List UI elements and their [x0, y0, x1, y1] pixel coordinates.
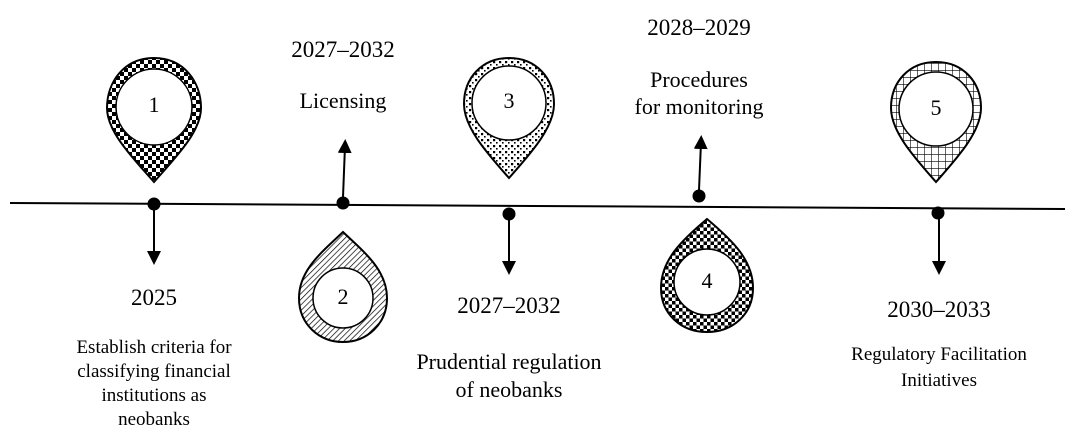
milestone-4-line-2: for monitoring: [634, 94, 764, 119]
milestone-1-line-3: institutions as: [101, 385, 207, 406]
milestone-4-description: Procedures for monitoring: [604, 66, 794, 120]
milestone-3-line-1: Prudential regulation: [416, 349, 602, 374]
milestone-3-line-2: of neobanks: [455, 377, 563, 402]
milestone-3-dot: [502, 207, 516, 221]
milestone-5-description: Regulatory Facilitation Initiatives: [829, 342, 1049, 394]
milestone-1-line-4: neobanks: [118, 409, 190, 430]
milestone-4-line-1: Procedures: [650, 67, 748, 92]
milestone-4-number: 4: [701, 268, 713, 293]
milestone-5-dot: [931, 206, 945, 220]
milestone-1-number: 1: [148, 92, 160, 117]
milestone-2-arrow: [337, 139, 352, 198]
milestone-3-number: 3: [503, 88, 515, 113]
milestone-4-dot: [692, 189, 706, 203]
timeline-axis: [9, 202, 1066, 210]
milestone-5-line-2: Initiatives: [901, 370, 977, 391]
milestone-1-dot: [147, 197, 161, 211]
milestone-2-dot: [336, 196, 350, 210]
milestone-1-line-2: classifying financial: [77, 361, 231, 382]
milestone-2-description: Licensing: [278, 88, 408, 114]
milestone-2-year: 2027–2032: [291, 37, 395, 62]
milestone-2-line-1: Licensing: [299, 88, 387, 113]
milestone-5-year: 2030–2033: [887, 297, 991, 322]
milestone-1-description: Establish criteria for classifying finan…: [34, 336, 274, 432]
milestone-5-number: 5: [930, 95, 942, 120]
milestone-4-year: 2028–2029: [647, 15, 751, 40]
milestone-2-number: 2: [337, 284, 349, 309]
milestone-3-year: 2027–2032: [457, 293, 561, 318]
milestone-1-line-1: Establish criteria for: [76, 337, 232, 358]
milestone-3-description: Prudential regulation of neobanks: [384, 348, 634, 404]
milestone-5-line-1: Regulatory Facilitation: [851, 344, 1027, 365]
milestone-1-year: 2025: [131, 285, 177, 310]
milestone-4-arrow: [693, 135, 708, 191]
